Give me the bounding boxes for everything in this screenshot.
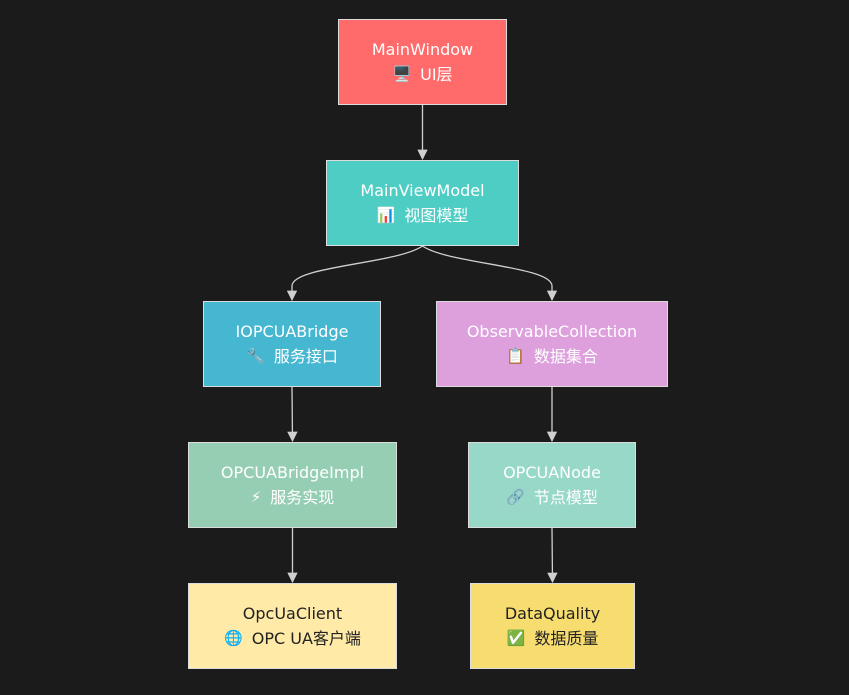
link-icon: 🔗 [506,488,525,506]
monitor-icon: 🖥️ [392,65,412,83]
node-title: ObservableCollection [466,322,638,341]
node-label: OPC UA客户端 [251,629,361,648]
node-title: MainViewModel [360,181,485,200]
node-opcua-bridge-impl: OPCUABridgeImpl ⚡ 服务实现 [188,442,397,528]
clipboard-icon: 📋 [506,347,525,365]
lightning-icon: ⚡ [250,488,262,506]
node-subtitle: ⚡ 服务实现 [251,485,335,510]
node-main-window: MainWindow 🖥️ UI层 [338,19,507,105]
node-opc-ua-client: OpcUaClient 🌐 OPC UA客户端 [188,583,397,669]
node-iopcua-bridge: IOPCUABridge 🔧 服务接口 [203,301,381,387]
node-subtitle: 🖥️ UI层 [392,62,452,87]
node-label: 节点模型 [533,488,598,507]
edge-opcua-node-to-data-quality [547,527,558,584]
node-opcua-node: OPCUANode 🔗 节点模型 [468,442,636,528]
node-subtitle: 🔧 服务接口 [246,344,338,369]
node-main-view-model: MainViewModel 📊 视图模型 [326,160,519,246]
node-label: 数据质量 [534,629,599,648]
node-label: 数据集合 [533,347,598,366]
node-label: 视图模型 [404,206,469,225]
node-subtitle: 📋 数据集合 [506,344,598,369]
bar-chart-icon: 📊 [376,206,396,224]
edge-iopcua-bridge-to-opcua-bridge-impl [287,386,298,443]
node-observable-collection: ObservableCollection 📋 数据集合 [436,301,668,387]
node-label: UI层 [420,65,453,84]
globe-icon: 🌐 [224,629,243,647]
node-title: IOPCUABridge [235,322,349,341]
node-label: 服务接口 [273,347,338,366]
edge-main-view-model-to-observable-collection [422,245,558,302]
node-title: MainWindow [371,40,474,59]
node-data-quality: DataQuality ✅ 数据质量 [470,583,635,669]
node-title: OPCUABridgeImpl [220,463,365,482]
node-title: OpcUaClient [242,604,343,623]
check-mark-icon: ✅ [506,629,526,647]
node-title: OPCUANode [503,463,601,482]
node-subtitle: 📊 视图模型 [377,203,469,228]
node-subtitle: 🌐 OPC UA客户端 [224,626,361,651]
node-label: 服务实现 [270,488,335,507]
wrench-icon: 🔧 [246,347,265,365]
node-subtitle: ✅ 数据质量 [507,626,599,651]
node-title: DataQuality [504,604,601,623]
node-subtitle: 🔗 节点模型 [506,485,598,510]
edge-main-view-model-to-iopcua-bridge [286,245,423,302]
